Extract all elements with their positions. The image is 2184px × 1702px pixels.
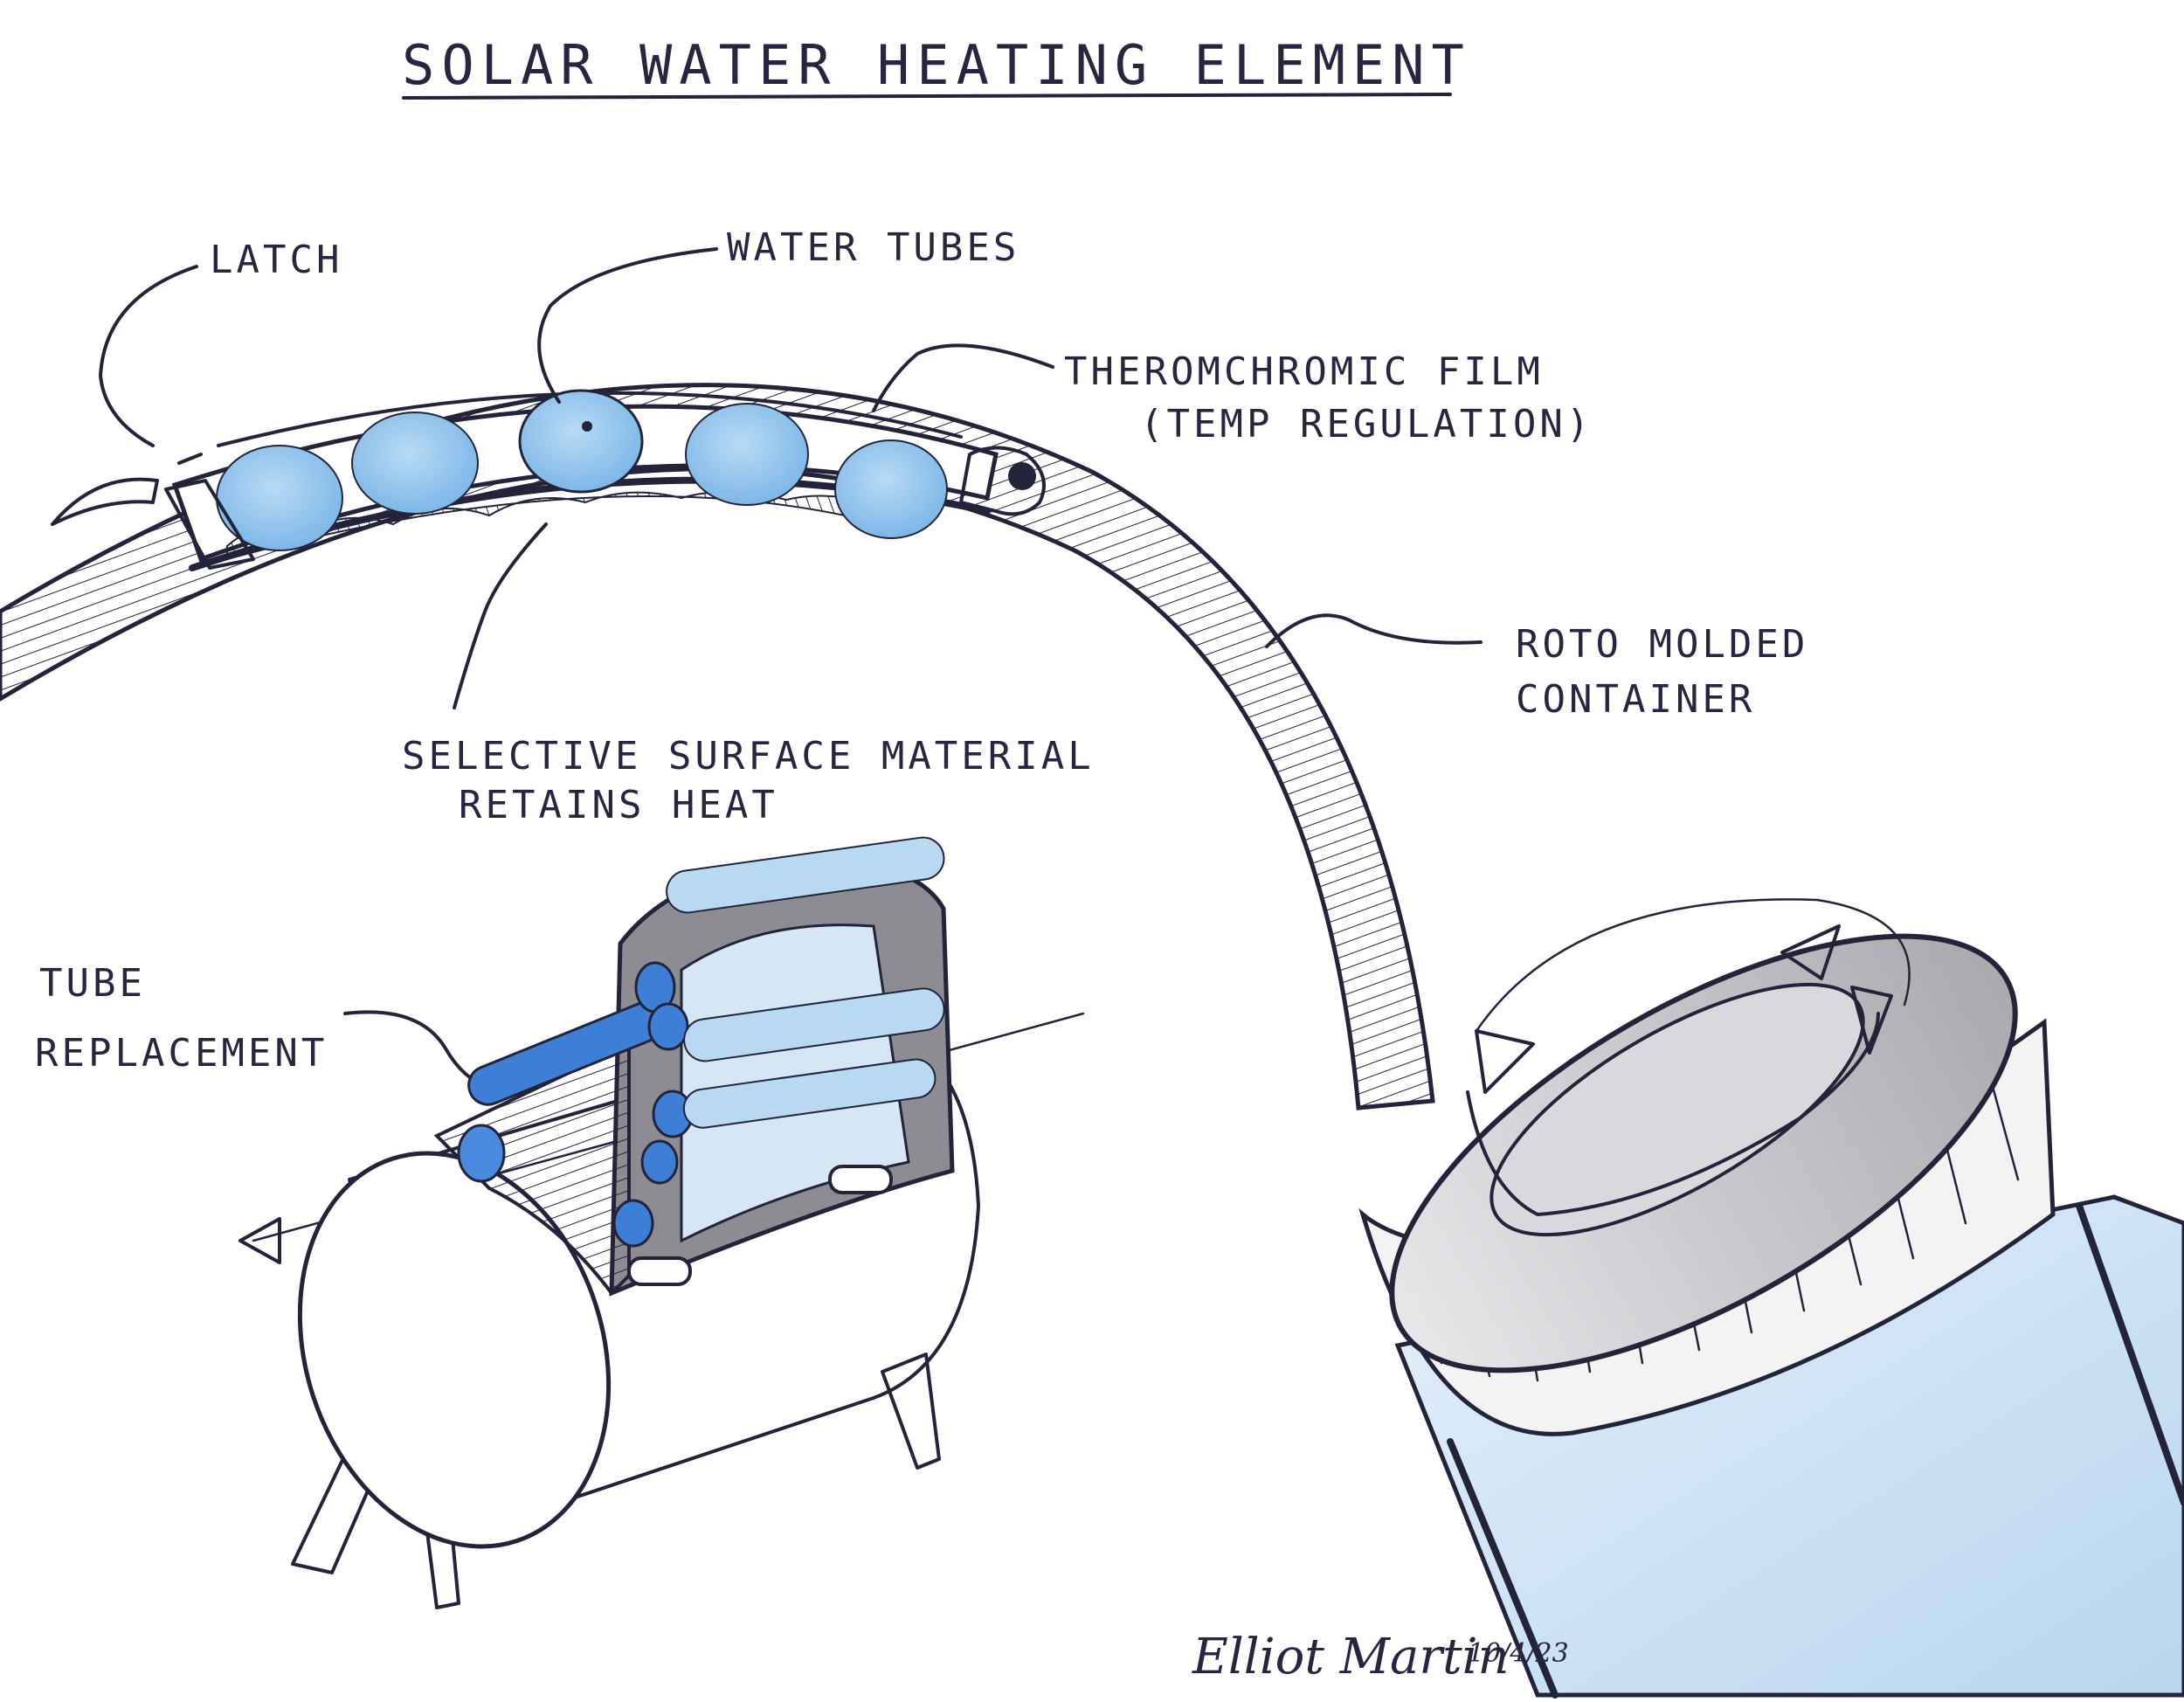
- label-roto-2: CONTAINER: [1516, 677, 1755, 722]
- label-thermochromic-2: (TEMP REGULATION): [1140, 402, 1593, 446]
- solar-panel-section: [51, 389, 1046, 571]
- water-tube: [518, 389, 644, 494]
- leader-lines: [99, 247, 1482, 1090]
- label-latch: LATCH: [210, 238, 342, 282]
- title-underline: [402, 93, 1452, 100]
- label-thermochromic-1: THEROMCHROMIC FILM: [1064, 349, 1544, 394]
- label-roto-1: ROTO MOLDED: [1516, 622, 1808, 667]
- sheet-title: SOLAR WATER HEATING ELEMENT: [402, 33, 1471, 97]
- label-tube-2: REPLACEMENT: [35, 1031, 328, 1076]
- water-tube: [685, 403, 809, 506]
- artist-signature: Elliot Martin: [1192, 1629, 1510, 1685]
- water-tube: [834, 439, 948, 539]
- label-selective-2: RETAINS HEAT: [459, 783, 778, 827]
- label-selective-1: SELECTIVE SURFACE MATERIAL: [402, 734, 1095, 778]
- label-tube-1: TUBE: [39, 961, 146, 1006]
- latch-hook: [51, 477, 159, 526]
- water-tube: [351, 412, 479, 515]
- hinge: [959, 446, 1046, 516]
- container-jar: [1358, 898, 2184, 1699]
- water-tube: [216, 445, 343, 551]
- sketch-date: 10/4/23: [1468, 1638, 1569, 1669]
- roto-molded-container-wall: [0, 383, 1435, 1110]
- cylinder-heater: [238, 836, 1085, 1609]
- label-water-tubes: WATER TUBES: [727, 225, 1019, 270]
